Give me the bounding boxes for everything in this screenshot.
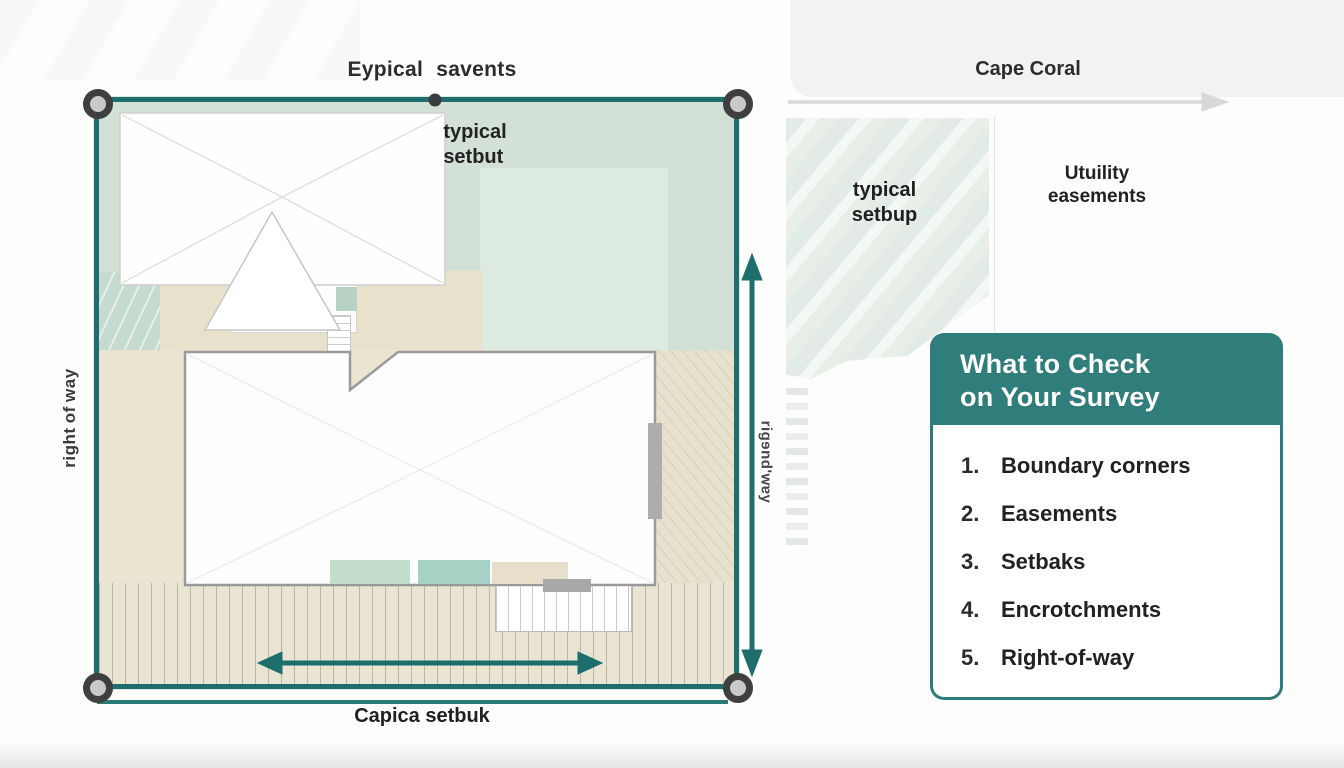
easement-dash-column [786,388,808,545]
boundary-corner-marker [723,673,753,703]
easement-dash [786,433,808,440]
right-right-of-way-label: rigɘnd'wɐy [757,420,775,504]
easement-dash [786,403,808,410]
checklist-title: What to Check on Your Survey [930,333,1283,425]
boundary-corner-marker [723,89,753,119]
item-number: 4. [961,597,980,622]
item-label: Encrotchments [1001,597,1162,622]
item-label: Easements [1001,501,1118,526]
easement-dash [786,493,808,500]
easement-stripe-label: typical setbup [851,179,918,226]
easement-dash [786,418,808,425]
easement-dash [786,508,808,515]
side-yard-texture [655,350,734,585]
setback-zone-label: typical setbut [443,121,507,168]
boundary-corner-marker [83,89,113,119]
item-label: Right-of-way [1001,645,1135,670]
top-boundary-label: Eypical savents [347,58,517,81]
item-number: 5. [961,645,980,670]
setback-zone [480,168,668,350]
bottom-boundary-label: Capica setbuk [354,705,490,727]
checklist-card: What to Check on Your Survey 1. Boundary… [930,333,1283,700]
easement-dash [786,478,808,485]
easement-dash [786,523,808,530]
easement-dash [786,448,808,455]
street-band [790,0,1344,97]
item-label: Boundary corners [1001,453,1191,478]
easement-dash [786,538,808,545]
divider-line [994,116,995,361]
checklist-item: 5. Right-of-way [961,634,1260,682]
checklist-item: 3. Setbaks [961,538,1260,586]
item-number: 1. [961,453,980,478]
boundary-line [94,97,739,689]
checklist-item: 4. Encrotchments [961,586,1260,634]
bottom-shadow-band [0,743,1344,768]
boundary-corner-marker [83,673,113,703]
utility-easements-label: Utuility easements [1047,163,1147,208]
checklist-body: 1. Boundary corners 2. Easements 3. Setb… [930,425,1283,700]
left-right-of-way-label: right of way [60,368,79,468]
easement-dash [786,388,808,395]
checklist-item: 2. Easements [961,490,1260,538]
street-name-label: Cape Coral [975,58,1081,80]
easement-dash [786,463,808,470]
item-number: 2. [961,501,980,526]
item-label: Setbaks [1001,549,1086,574]
background-wash [0,0,360,80]
item-number: 3. [961,549,980,574]
checklist-item: 1. Boundary corners [961,442,1260,490]
stairs-area [495,585,632,632]
